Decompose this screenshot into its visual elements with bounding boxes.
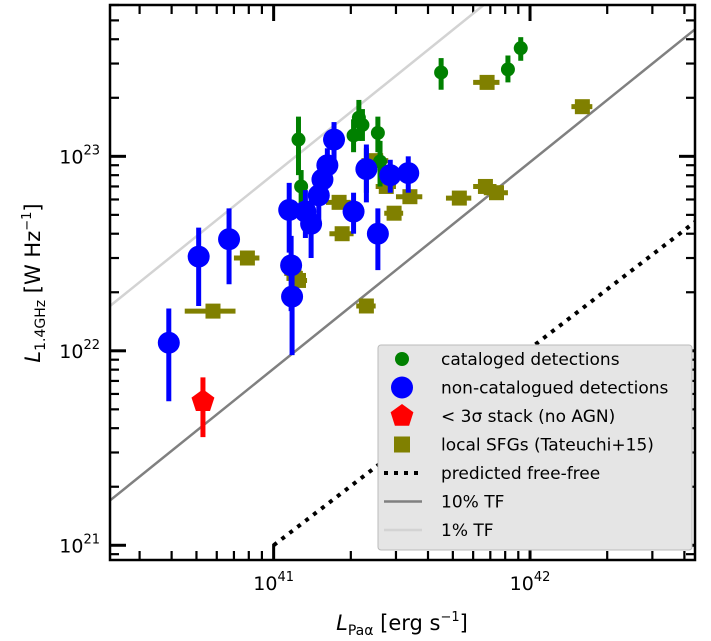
tick-labels: 1041 1042 1021 1022 1023 bbox=[59, 143, 550, 595]
legend-label: predicted free-free bbox=[441, 464, 600, 484]
local-sfgs-tateuchi-15-point bbox=[239, 250, 255, 266]
local-sfgs-tateuchi-15-point bbox=[479, 74, 495, 90]
cataloged-detections-point bbox=[294, 179, 309, 194]
non-catalogued-detections-point bbox=[397, 162, 420, 185]
cataloged-detections-point bbox=[370, 125, 385, 140]
x-tick-label: 1042 bbox=[510, 570, 551, 595]
local-sfgs-tateuchi-15-point bbox=[489, 185, 505, 201]
legend-marker bbox=[394, 436, 410, 453]
cataloged-detections-point bbox=[355, 117, 370, 132]
cataloged-detections-point bbox=[291, 132, 306, 147]
y-tick-label: 1021 bbox=[59, 532, 100, 557]
non-catalogued-detections-point bbox=[342, 200, 365, 223]
non-catalogued-detections-point bbox=[355, 158, 378, 181]
y-tick-label: 1023 bbox=[59, 143, 100, 168]
plot-frame bbox=[108, 3, 697, 562]
non-catalogued-detections-point bbox=[278, 198, 301, 221]
legend-box bbox=[377, 344, 693, 551]
y-axis-label: L1.4GHz [W Hz−1] bbox=[20, 203, 49, 362]
x-axis-label: LPaα [erg s−1] bbox=[336, 610, 468, 639]
cataloged-detections-point bbox=[434, 65, 449, 80]
x-tick-label: 1041 bbox=[253, 570, 294, 595]
local-sfgs-tateuchi-15-point bbox=[334, 226, 350, 242]
local-sfgs-tateuchi-15-point bbox=[402, 189, 418, 205]
local-sfgs-tateuchi-15-point bbox=[386, 205, 402, 221]
local-sfgs-tateuchi-15-point bbox=[574, 99, 590, 115]
non-catalogued-detections-point bbox=[218, 228, 241, 251]
non-catalogued-detections-point bbox=[379, 164, 402, 187]
local-sfgs-tateuchi-15-point bbox=[290, 272, 306, 288]
legend-label: cataloged detections bbox=[441, 350, 620, 370]
local-sfgs-tateuchi-15-point bbox=[358, 298, 374, 314]
legend-label: 1% TF bbox=[441, 521, 494, 541]
3-stack-no-agn-point bbox=[191, 389, 215, 411]
y-tick-label: 1022 bbox=[59, 338, 100, 363]
legend-label: < 3σ stack (no AGN) bbox=[441, 407, 615, 427]
cataloged-detections-point bbox=[500, 62, 515, 77]
non-catalogued-detections-point bbox=[323, 128, 346, 151]
legend-label: 10% TF bbox=[441, 493, 504, 513]
non-catalogued-detections-point bbox=[157, 331, 180, 354]
cataloged-detections-point bbox=[513, 41, 528, 56]
line-1-tf bbox=[110, 5, 486, 307]
legend-label: local SFGs (Tateuchi+15) bbox=[441, 436, 654, 456]
legend: cataloged detections non-catalogued detec… bbox=[377, 344, 693, 551]
legend-marker bbox=[391, 376, 413, 399]
axis-ticks bbox=[110, 3, 695, 560]
legend-label: non-catalogued detections bbox=[441, 379, 669, 399]
line-predicted-free-free bbox=[272, 220, 695, 547]
line-10-tf bbox=[110, 28, 695, 502]
non-catalogued-detections-point bbox=[187, 245, 210, 268]
non-catalogued-detections-point bbox=[281, 285, 304, 308]
local-sfgs-tateuchi-15-point bbox=[451, 190, 467, 206]
local-sfgs-tateuchi-15-point bbox=[331, 194, 347, 210]
data-markers bbox=[157, 37, 593, 438]
legend-marker bbox=[390, 404, 414, 426]
local-sfgs-tateuchi-15-point bbox=[205, 303, 221, 319]
legend-marker bbox=[395, 352, 409, 366]
reference-lines bbox=[110, 5, 695, 547]
non-catalogued-detections-point bbox=[366, 222, 389, 245]
